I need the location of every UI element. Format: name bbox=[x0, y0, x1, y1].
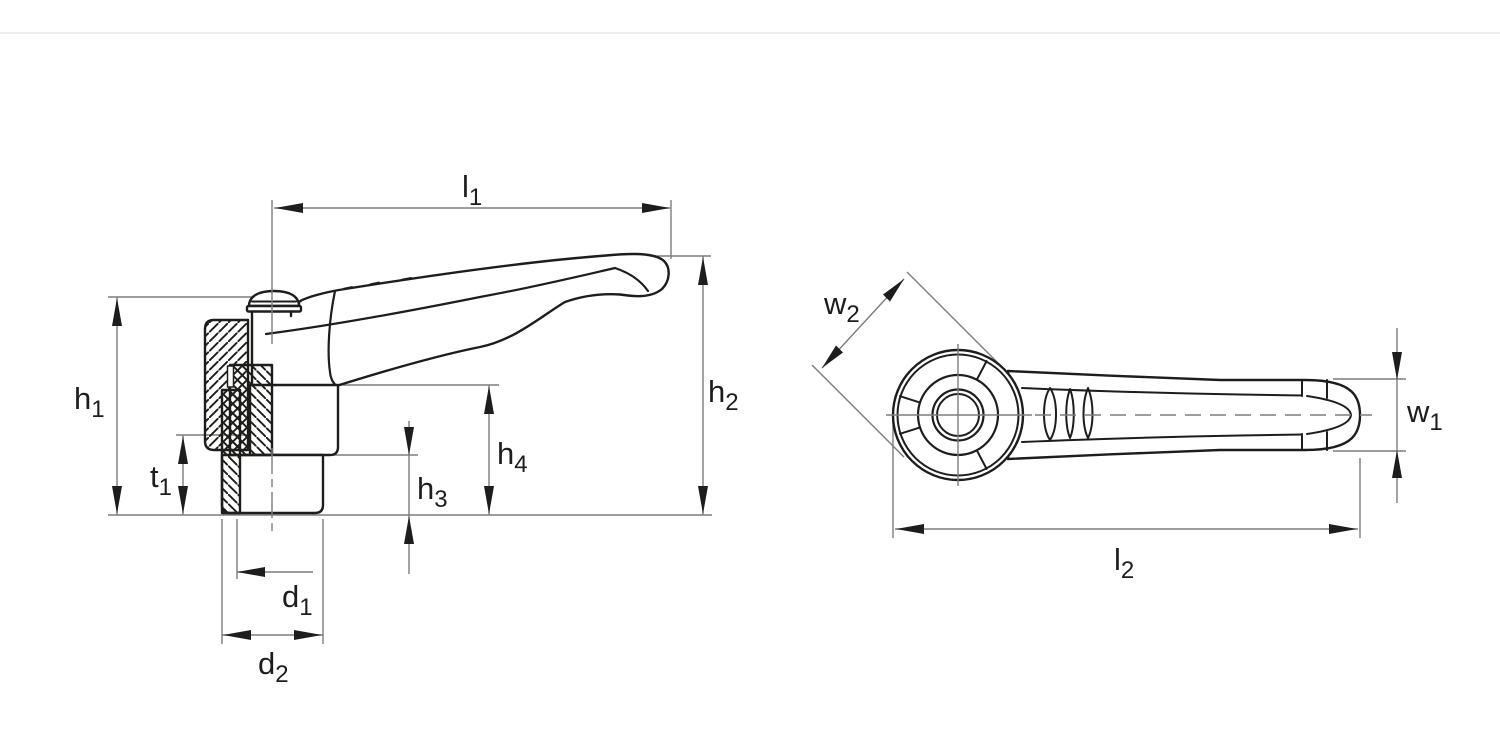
h2-arrow-bottom bbox=[698, 486, 708, 514]
l2-arrow-right bbox=[1329, 524, 1357, 534]
lever-contour-line bbox=[264, 266, 650, 336]
t1-arrow-bottom bbox=[178, 486, 188, 514]
screw-head bbox=[245, 289, 303, 318]
h1-arrow-top bbox=[112, 298, 122, 326]
dimension-label-l1: l1 bbox=[462, 169, 482, 211]
h2-arrow-top bbox=[698, 257, 708, 285]
dimension-label-t1: t1 bbox=[150, 459, 172, 501]
screw-head-lip bbox=[245, 304, 303, 313]
lever-thumb-ridges bbox=[342, 277, 413, 290]
top-view: w2 w1 l2 bbox=[811, 271, 1443, 584]
dimension-label-h2: h2 bbox=[708, 374, 739, 416]
side-view-labels: l1 h1 t1 h3 h4 h2 d1 d2 bbox=[74, 169, 739, 688]
grip-ring bbox=[1043, 387, 1057, 441]
lever-top-inner-lines bbox=[1021, 379, 1352, 451]
l1-arrow-left bbox=[275, 203, 303, 213]
t1-arrow-top bbox=[178, 436, 188, 464]
screw-head-dome bbox=[247, 289, 301, 308]
w1-arrow-bottom bbox=[1392, 450, 1402, 478]
h3-arrow-top bbox=[404, 427, 414, 455]
handle-inner-line-bottom bbox=[1021, 433, 1303, 443]
h1-arrow-bottom bbox=[112, 486, 122, 514]
d1-arrow-left bbox=[237, 567, 265, 577]
grip-ring bbox=[1065, 388, 1075, 439]
dimension-label-h1: h1 bbox=[74, 381, 105, 423]
h4-arrow-bottom bbox=[484, 486, 494, 514]
lever-side-profile bbox=[250, 252, 670, 389]
side-view: l1 h1 t1 h3 h4 h2 d1 d2 bbox=[74, 169, 739, 688]
h4-arrow-top bbox=[484, 386, 494, 414]
lever-hub-crease bbox=[327, 289, 339, 388]
w2-lower-tangent-extension bbox=[811, 364, 905, 458]
dimension-label-d1: d1 bbox=[282, 579, 313, 621]
dimension-label-l2: l2 bbox=[1114, 542, 1134, 584]
dimension-label-d2: d2 bbox=[258, 646, 289, 688]
top-view-centerlines bbox=[886, 344, 1372, 486]
dimension-label-w2: w2 bbox=[823, 286, 860, 328]
dimension-label-w1: w1 bbox=[1406, 394, 1443, 436]
w1-arrow-top bbox=[1392, 352, 1402, 380]
lobe-spoke bbox=[899, 426, 921, 435]
d2-arrow-left bbox=[223, 630, 251, 640]
l1-arrow-right bbox=[642, 203, 670, 213]
side-view-arrowheads bbox=[112, 203, 708, 640]
top-view-arrowheads bbox=[822, 279, 1402, 534]
l2-arrow-left bbox=[896, 524, 924, 534]
dimension-label-h3: h3 bbox=[417, 471, 448, 513]
w2-arrow-upper bbox=[883, 279, 904, 302]
dimension-label-h4: h4 bbox=[497, 436, 528, 478]
grip-ring bbox=[1082, 387, 1094, 439]
top-view-labels: w2 w1 l2 bbox=[823, 286, 1443, 584]
side-view-part bbox=[203, 252, 670, 515]
head-lobe-spokes bbox=[899, 360, 988, 470]
lobe-spoke bbox=[975, 449, 988, 470]
lobe-spoke bbox=[899, 395, 921, 404]
d2-arrow-right bbox=[294, 630, 322, 640]
w2-arrow-lower bbox=[822, 345, 843, 368]
stud-section bbox=[220, 388, 242, 515]
insert-nut-notch bbox=[226, 365, 235, 388]
lobe-spoke bbox=[975, 360, 988, 381]
h3-arrow-bottom bbox=[404, 516, 414, 544]
